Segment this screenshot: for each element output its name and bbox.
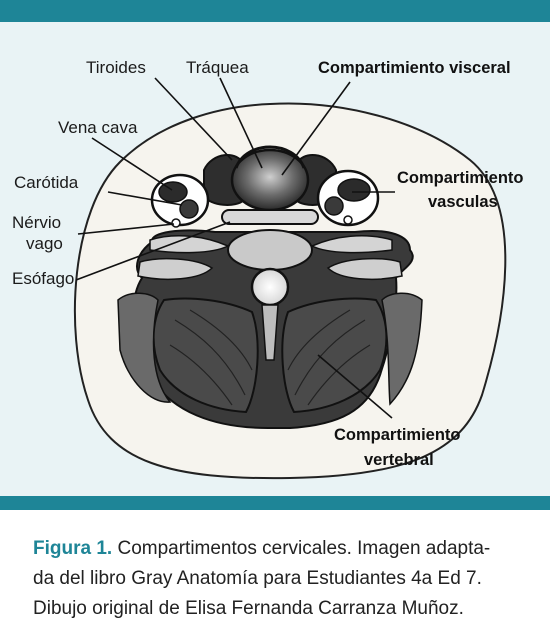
spinal-canal bbox=[252, 269, 288, 305]
left-carotid bbox=[180, 200, 198, 218]
label-compartimiento-vertebral-line1: Compartimiento bbox=[334, 426, 461, 444]
figure-label: Figura 1. bbox=[33, 538, 112, 559]
label-compartimiento-visceral: Compartimiento visceral bbox=[318, 59, 511, 77]
label-compartimiento-vertebral-line2: vertebral bbox=[364, 451, 434, 469]
label-esofago: Esófago bbox=[12, 269, 74, 288]
caption-line-1: Figura 1. Compartimentos cervicales. Ima… bbox=[33, 534, 538, 564]
left-vagus bbox=[172, 219, 180, 227]
label-vena-cava: Vena cava bbox=[58, 118, 138, 137]
label-nervio-line1: Nérvio bbox=[12, 213, 61, 232]
caption-line-2: da del libro Gray Anatomía para Estudian… bbox=[33, 564, 538, 594]
label-tiroides: Tiroides bbox=[86, 58, 146, 77]
label-nervio-line2: vago bbox=[26, 234, 63, 253]
vertebral-body bbox=[228, 230, 312, 270]
label-compartimiento-vascular-line1: Compartimiento bbox=[397, 169, 524, 187]
right-vagus bbox=[344, 216, 352, 224]
label-carotida: Carótida bbox=[14, 173, 79, 192]
label-traquea: Tráquea bbox=[186, 58, 249, 77]
trachea bbox=[232, 150, 308, 210]
label-compartimiento-vascular-line2: vasculas bbox=[428, 193, 498, 211]
right-vena-cava bbox=[338, 179, 370, 201]
figure-caption: Figura 1. Compartimentos cervicales. Ima… bbox=[33, 534, 538, 624]
right-carotid bbox=[325, 197, 343, 215]
caption-line-1-text: Compartimentos cervicales. Imagen adapta… bbox=[112, 538, 490, 559]
caption-line-3: Dibujo original de Elisa Fernanda Carran… bbox=[33, 594, 538, 624]
esophagus bbox=[222, 210, 318, 224]
neck-cross-section-diagram: Tiroides Tráquea Compartimiento visceral… bbox=[0, 0, 550, 508]
